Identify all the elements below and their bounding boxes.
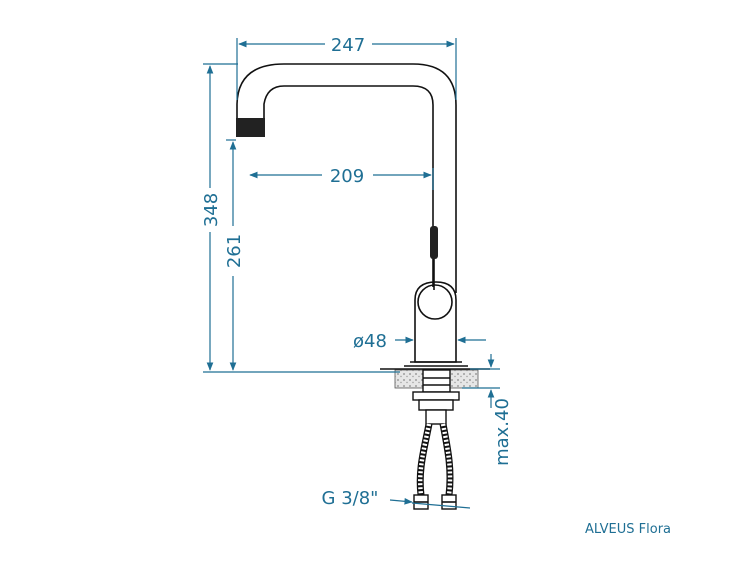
mounting-hardware (412, 369, 460, 425)
product-label: ALVEUS Flora (585, 522, 671, 537)
dim-label-max40: max.40 (492, 398, 513, 466)
dimension-height-total (203, 63, 400, 373)
dimension-height-spout (226, 139, 237, 371)
dimension-connection (389, 497, 471, 509)
aerator (236, 118, 265, 137)
dimension-width-top (236, 38, 457, 100)
flexible-hoses (413, 423, 457, 510)
dim-label-connection: G 3/8" (322, 488, 379, 509)
dimension-reach (249, 168, 434, 190)
dim-label-261: 261 (224, 234, 245, 268)
handle-lever (430, 226, 438, 259)
dim-label-209: 209 (330, 166, 364, 187)
faucet-outline (236, 63, 468, 367)
dim-label-348: 348 (201, 193, 222, 227)
dim-label-diameter: ø48 (353, 331, 387, 352)
dimension-max-thickness (462, 354, 500, 408)
dim-label-247: 247 (331, 35, 365, 56)
